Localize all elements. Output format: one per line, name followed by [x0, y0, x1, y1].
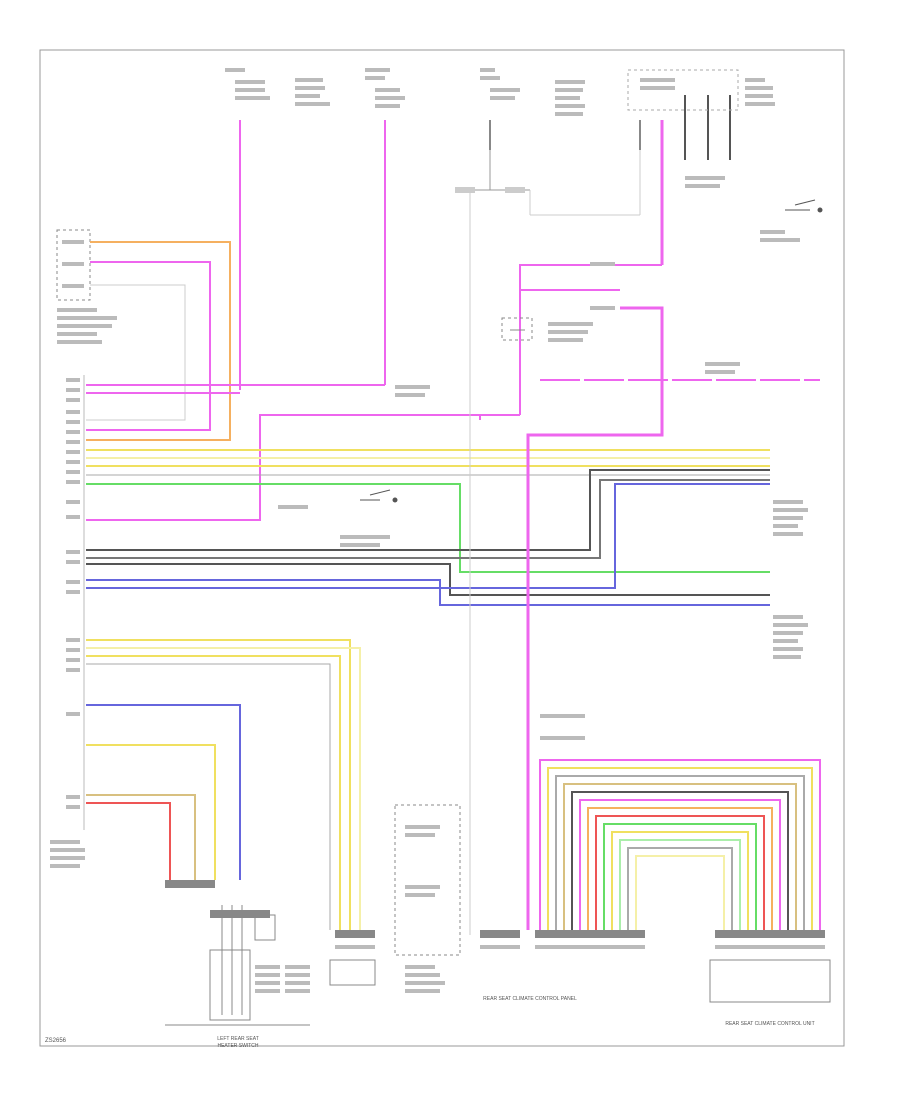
- main-horizontal-wires: [86, 289, 770, 930]
- caption-left-component: LEFT REAR SEAT: [217, 1036, 259, 1042]
- top-right-connector: [627, 69, 739, 111]
- ground-switch: [455, 150, 641, 216]
- diagram-border: [39, 49, 845, 1047]
- control-unit-box: [709, 959, 831, 1003]
- caption-right-component: REAR SEAT CLIMATE CONTROL UNIT: [725, 1021, 814, 1027]
- bottom-wire-fan: [539, 759, 821, 930]
- pin-label-rows: [335, 945, 825, 949]
- left-top-wires: [86, 241, 231, 441]
- main-connector-column: [50, 378, 85, 868]
- mid-text-blocks: [278, 262, 808, 740]
- caption-left-component-sub: HEATER SWITCH: [217, 1043, 258, 1049]
- caption-center-component: REAR SEAT CLIMATE CONTROL PANEL: [483, 996, 577, 1002]
- top-label-blocks: [225, 68, 800, 242]
- center-bottom-component: [394, 804, 461, 993]
- left-bottom-component: [165, 905, 310, 1026]
- top-fuse-group: [239, 95, 731, 390]
- relay-symbol: [501, 317, 533, 341]
- switch-symbol: [785, 199, 823, 213]
- control-panel-box: [329, 959, 376, 986]
- bottom-connectors: [165, 880, 825, 938]
- left-top-component: [56, 229, 117, 344]
- mid-switch-symbol: [360, 489, 398, 503]
- footer-diagram-id: ZS2656: [45, 1038, 67, 1044]
